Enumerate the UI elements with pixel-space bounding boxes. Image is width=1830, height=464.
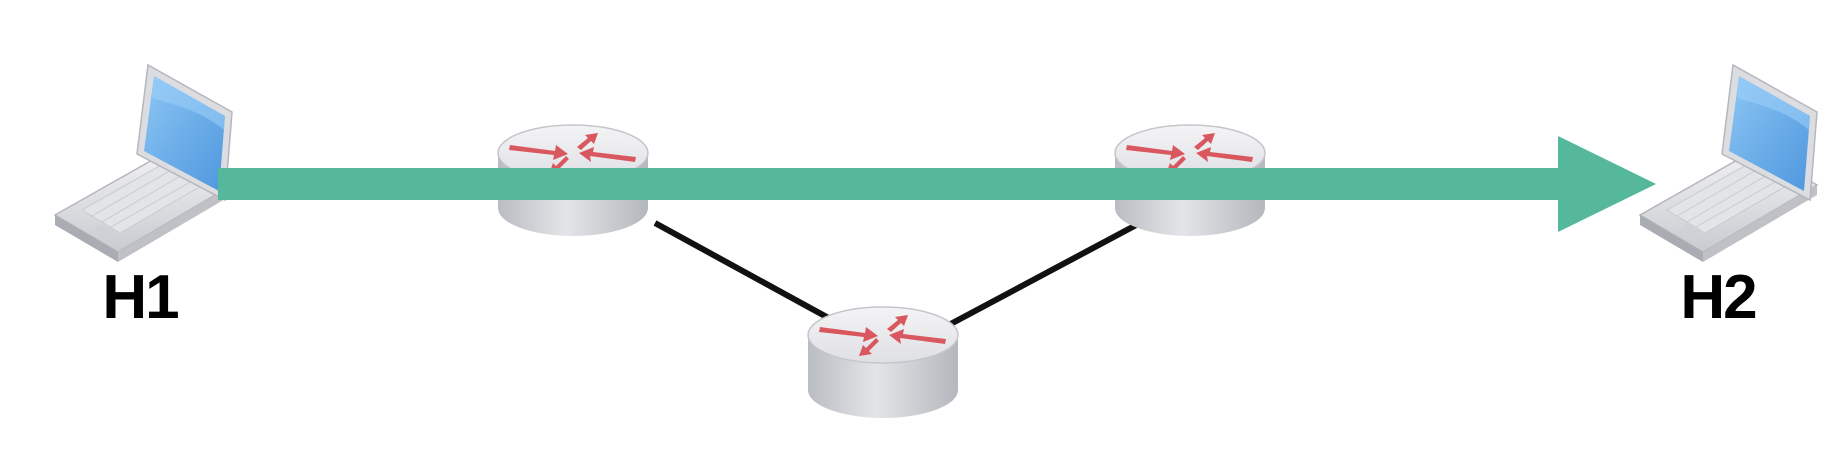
flow-arrow [218, 136, 1656, 232]
link-left-bottom [653, 220, 847, 330]
host-label-h2: H2 [1680, 263, 1757, 332]
router-bottom-icon [807, 306, 959, 419]
h2-laptop-icon [1639, 64, 1818, 263]
h1-laptop-icon [54, 64, 233, 263]
host-label-h1: H1 [102, 263, 179, 332]
link-bottom-right [943, 220, 1142, 330]
